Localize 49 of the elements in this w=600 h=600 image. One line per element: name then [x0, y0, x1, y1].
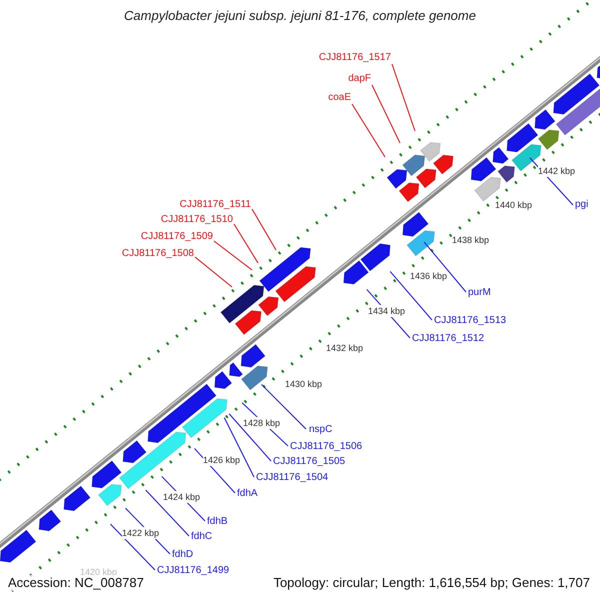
- gene-label: CJJ81176_1513: [434, 315, 506, 327]
- gene-label: CJJ81176_1509: [140, 231, 213, 243]
- leader-line: [252, 208, 276, 250]
- leader-line: [145, 490, 190, 536]
- gene-label: CJJ81176_1504: [256, 472, 328, 484]
- leader-line: [194, 256, 232, 288]
- leader-line: [352, 104, 386, 158]
- gene-label: pgi: [575, 199, 588, 211]
- gene-label: CJJ81176_1499: [157, 565, 230, 577]
- leader-line: [228, 413, 272, 462]
- gene-label: fdhB: [207, 516, 228, 528]
- leader-line: [390, 270, 432, 320]
- scale-label: 1432 kbp: [326, 342, 364, 354]
- scale-label: 1428 kbp: [243, 417, 280, 429]
- leader-line: [194, 448, 236, 494]
- gene-label: fdhA: [237, 488, 258, 500]
- leader-line: [424, 242, 466, 292]
- gene-label: fdhD: [172, 549, 194, 561]
- gene-label: CJJ81176_1512: [412, 333, 484, 345]
- leader-line: [260, 384, 306, 430]
- genome-summary-text: Topology: circular; Length: 1,616,554 bp; Genes: 1,707: [273, 575, 590, 591]
- leader-line: [110, 524, 156, 570]
- scale-label: 1438 kbp: [452, 234, 490, 246]
- gene-label: purM: [468, 287, 491, 299]
- scale-label: 1440 kbp: [495, 199, 532, 211]
- leader-line: [224, 417, 254, 478]
- scale-label: 1422 kbp: [122, 527, 160, 539]
- gene-label: coaE: [328, 92, 351, 104]
- leader-line: [372, 84, 400, 144]
- accession-text: Accession: NC_008787: [8, 575, 144, 591]
- scale-label: 1430 kbp: [285, 378, 322, 390]
- gene-label: CJJ81176_1508: [122, 248, 194, 260]
- leader-line: [392, 64, 416, 132]
- scale-label: 1436 kbp: [410, 270, 448, 282]
- leader-line: [214, 240, 252, 270]
- leader-line: [234, 224, 258, 264]
- gene-label: CJJ81176_1505: [273, 456, 346, 468]
- gene-label: CJJ81176_1510: [160, 214, 233, 226]
- scale-label: 1442 kbp: [538, 165, 576, 177]
- scale-label: 1424 kbp: [163, 491, 200, 503]
- gene-label: fdhC: [191, 531, 212, 543]
- gene-label: nspC: [309, 424, 332, 436]
- scale-label: 1434 kbp: [368, 305, 406, 317]
- gene-label: CJJ81176_1511: [180, 199, 251, 211]
- title: Campylobacter jejuni subsp. jejuni 81-176, complete genome: [123, 10, 477, 22]
- gene-label: CJJ81176_1506: [290, 441, 362, 453]
- gene-label: dapF: [348, 73, 371, 85]
- scale-label: 1426 kbp: [203, 454, 240, 466]
- gene-label: CJJ81176_1517: [318, 52, 391, 64]
